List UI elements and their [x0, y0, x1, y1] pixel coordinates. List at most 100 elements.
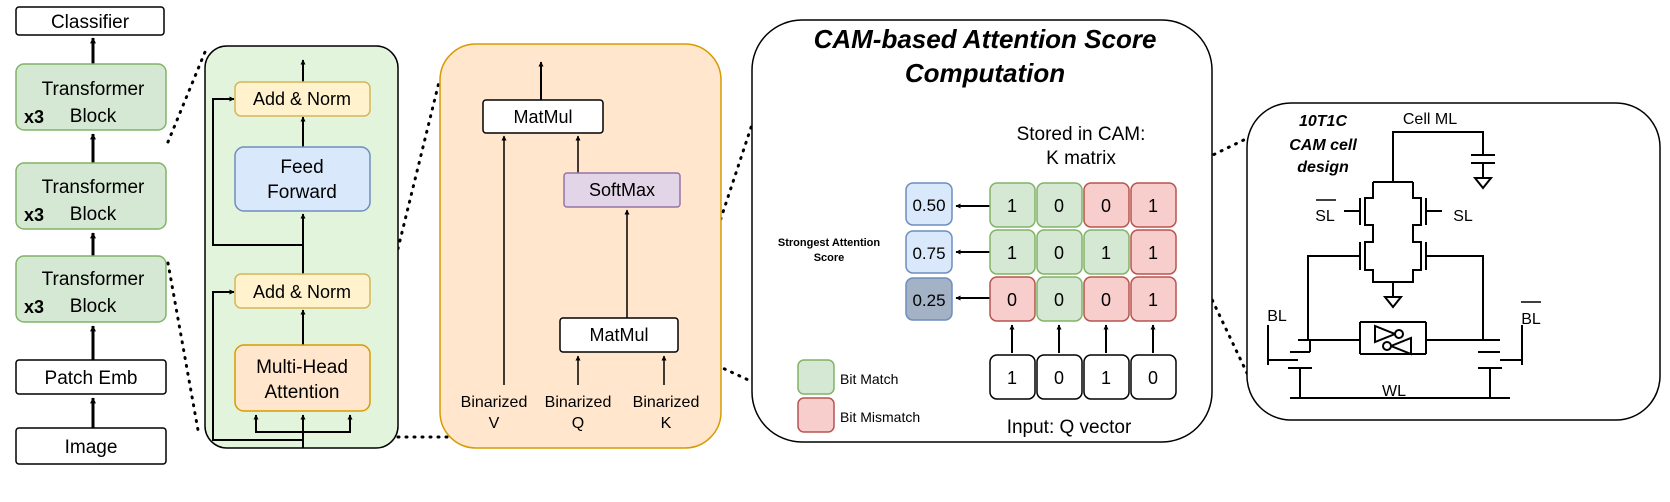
q-cell-3 — [1130, 354, 1177, 400]
k-value-1-3: 1 — [1148, 243, 1158, 263]
input-q-line2: Q — [572, 415, 584, 432]
cam-title-line1: CAM-based Attention Score — [814, 24, 1157, 54]
score-0: 0.50 — [912, 196, 945, 215]
inverter-bottom-icon — [1388, 336, 1412, 356]
transformer-block-3-line2: Block — [70, 296, 117, 317]
transformer-block-2-line2: Block — [70, 204, 117, 225]
score-box-0 — [905, 182, 953, 226]
strongest-line1: Strongest Attention — [778, 237, 881, 249]
inverter-top-icon — [1374, 324, 1398, 344]
classifier-label: Classifier — [51, 12, 130, 33]
circuit-wires — [1267, 131, 1523, 399]
feed-forward-box — [234, 146, 371, 212]
k-cell-0-2 — [1083, 182, 1130, 228]
q-value-1: 0 — [1054, 368, 1064, 388]
cell-ml-label: Cell ML — [1403, 111, 1457, 128]
classifier-box — [15, 6, 165, 36]
input-q-label: Input: Q vector — [1007, 417, 1132, 438]
pipeline-column: Classifier Transformer x3 Block Transfor… — [15, 6, 167, 465]
legend-match-label: Bit Match — [840, 371, 898, 387]
q-cell-1 — [1036, 354, 1083, 400]
sl-bar-label: SL — [1315, 208, 1335, 225]
matmul-top-label: MatMul — [513, 107, 572, 127]
softmax-label: SoftMax — [589, 180, 655, 200]
transformer-block-3-repeat: x3 — [24, 297, 44, 317]
cam-section: CAM-based Attention Score Computation St… — [751, 19, 1213, 443]
ground-icon — [1472, 177, 1494, 190]
transformer-block-1 — [15, 63, 167, 131]
bl-label: BL — [1267, 308, 1287, 325]
add-norm-bottom — [234, 273, 371, 309]
q-cell-2 — [1083, 354, 1130, 400]
image-label: Image — [65, 437, 118, 458]
legend-mismatch-label: Bit Mismatch — [840, 409, 920, 425]
encoder-block: Add & Norm Feed Forward Add & Norm Multi… — [204, 45, 399, 449]
add-norm-bottom-label: Add & Norm — [253, 282, 351, 302]
multi-head-attention-line2: Attention — [265, 382, 340, 403]
sl-label: SL — [1453, 208, 1473, 225]
k-value-0-1: 0 — [1054, 196, 1064, 216]
cell-title-line3: design — [1297, 159, 1349, 176]
softmax-box — [563, 172, 681, 208]
k-cell-1-1 — [1036, 229, 1083, 275]
stored-line2: K matrix — [1046, 148, 1116, 169]
score-2: 0.25 — [912, 291, 945, 310]
score-box-1 — [905, 230, 953, 274]
transformer-block-2-repeat: x3 — [24, 205, 44, 225]
patch-emb-label: Patch Emb — [45, 368, 138, 389]
k-value-0-0: 1 — [1007, 196, 1017, 216]
cam-cell-circuit: 10T1C CAM cell design Cell ML — [1246, 102, 1661, 421]
k-value-2-3: 1 — [1148, 290, 1158, 310]
add-norm-top-label: Add & Norm — [253, 89, 351, 109]
feed-forward-line2: Forward — [267, 182, 337, 203]
matmul-bottom-box — [559, 317, 679, 353]
inverter-bottom-bubble — [1382, 341, 1392, 351]
k-value-2-1: 0 — [1054, 290, 1064, 310]
q-cell-0 — [989, 354, 1036, 400]
k-value-1-1: 0 — [1054, 243, 1064, 263]
k-value-2-2: 0 — [1101, 290, 1111, 310]
legend-mismatch-swatch — [797, 397, 835, 433]
input-k-line1: Binarized — [633, 394, 700, 411]
patch-emb-box — [15, 359, 167, 395]
q-value-0: 1 — [1007, 368, 1017, 388]
cell-title-line2: CAM cell — [1289, 137, 1357, 154]
add-norm-top — [234, 81, 371, 117]
attention-detail: MatMul SoftMax MatMul Binarized V Binari… — [439, 43, 722, 449]
k-cell-2-0 — [989, 276, 1036, 322]
k-value-1-2: 1 — [1101, 243, 1111, 263]
k-cell-0-0 — [989, 182, 1036, 228]
matmul-bottom-label: MatMul — [589, 325, 648, 345]
transformer-block-1-line2: Block — [70, 106, 117, 127]
multi-head-attention-line1: Multi-Head — [256, 357, 348, 378]
k-value-0-2: 0 — [1101, 196, 1111, 216]
legend-match-swatch — [797, 359, 835, 395]
stored-line1: Stored in CAM: — [1017, 124, 1146, 145]
k-cell-1-3 — [1130, 229, 1177, 275]
k-cell-2-3 — [1130, 276, 1177, 322]
cam-title-line2: Computation — [905, 58, 1065, 88]
matmul-top-box — [482, 99, 604, 134]
k-cell-2-2 — [1083, 276, 1130, 322]
q-value-2: 1 — [1101, 368, 1111, 388]
inverter-top-bubble — [1394, 329, 1404, 339]
transformer-block-2 — [15, 162, 167, 230]
wl-label: WL — [1382, 383, 1406, 400]
transformer-block-2-line1: Transformer — [42, 177, 145, 198]
q-value-3: 0 — [1148, 368, 1158, 388]
k-cell-2-1 — [1036, 276, 1083, 322]
bl-bar-label: BL — [1521, 311, 1541, 328]
transformer-block-1-line1: Transformer — [42, 79, 145, 100]
cam-panel — [751, 19, 1213, 443]
input-k-line2: K — [661, 415, 672, 432]
input-v-line1: Binarized — [461, 394, 528, 411]
input-q-line1: Binarized — [545, 394, 612, 411]
transformer-block-1-repeat: x3 — [24, 107, 44, 127]
k-value-0-3: 1 — [1148, 196, 1158, 216]
strongest-line2: Score — [814, 252, 845, 264]
multi-head-attention-box — [234, 344, 371, 412]
k-cell-1-0 — [989, 229, 1036, 275]
k-value-1-0: 1 — [1007, 243, 1017, 263]
input-v-line2: V — [489, 415, 500, 432]
